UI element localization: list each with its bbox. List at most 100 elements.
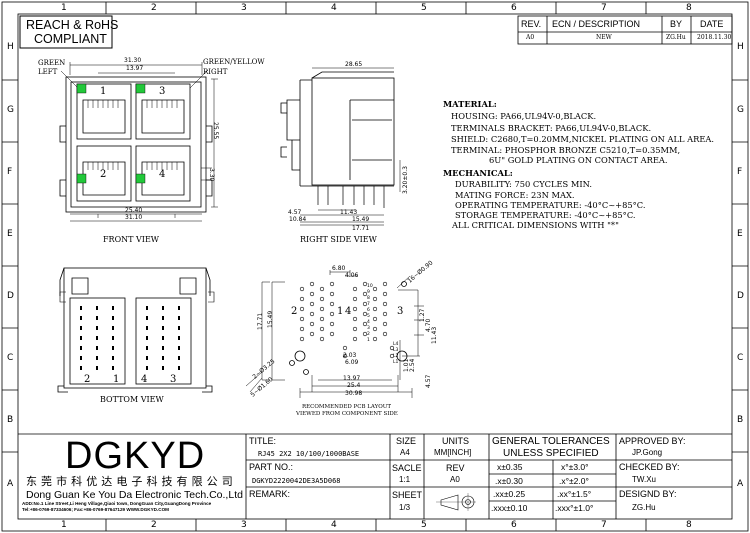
rev-header-ecn: ECN / DESCRIPTION xyxy=(552,19,641,29)
dim-25-55: 25.55 xyxy=(212,122,219,140)
revision-table xyxy=(517,15,733,45)
zone-col-8-bottom: 8 xyxy=(686,520,692,530)
checked-value: TW.Xu xyxy=(632,475,657,484)
column-ticks xyxy=(105,2,647,531)
compliance-badge-frame xyxy=(19,15,113,49)
led-left-label-1: GREEN xyxy=(38,59,66,67)
material-line-2: TERMINALS BRACKET: PA66,UL94V-0,BLACK. xyxy=(451,123,652,133)
dim-4-57-pcb: 4.57 xyxy=(425,374,432,388)
company-address: ADD:No.1 Line Street,Li Heng Village,Qia… xyxy=(22,501,212,506)
dim-13-97-pcb: 13.97 xyxy=(343,375,361,382)
zone-row-g-right: G xyxy=(737,105,744,115)
zone-row-e-right: E xyxy=(737,229,743,239)
zone-row-h: H xyxy=(7,42,14,52)
material-line-3: SHIELD: C2680,T=0.20MM,NICKEL PLATING ON… xyxy=(451,134,715,144)
dim-17-71: 17.71 xyxy=(352,225,370,232)
zone-col-5-bottom: 5 xyxy=(421,520,427,530)
mechanical-line-2: MATING FORCE: 23N MAX. xyxy=(455,190,575,200)
rev-header-date: DATE xyxy=(700,19,724,29)
part-label: PART NO.: xyxy=(249,462,294,472)
zone-row-d-right: D xyxy=(737,291,744,301)
rev-row-ecn: NEW xyxy=(596,34,612,41)
pin-label: 3 xyxy=(367,326,370,331)
zone-row-c-right: C xyxy=(737,353,744,363)
rev-value: A0 xyxy=(450,475,460,484)
bottom-port-2: 2 xyxy=(84,374,91,385)
zone-row-c: C xyxy=(7,353,14,363)
zone-col-4-bottom: 4 xyxy=(331,520,337,530)
mechanical-line-4: STORAGE TEMPERATURE: -40°C~+85°C. xyxy=(455,210,636,220)
dim-3-30: 3.30 xyxy=(208,168,215,182)
dim-11-43: 11.43 xyxy=(340,209,358,216)
dim-31-30: 31.30 xyxy=(124,57,142,64)
dim-4-57: 4.57 xyxy=(288,209,302,216)
pin-label: 1 xyxy=(367,338,370,343)
pcb-led-pin-labels: L4 L3 L2 L1 xyxy=(393,342,398,366)
pcb-pin-labels: 10 9 8 7 6 5 4 3 2 1 xyxy=(367,284,373,344)
zone-row-f: F xyxy=(7,167,13,177)
dim-2-03: 2.03 xyxy=(343,352,357,359)
zone-col-6-bottom: 6 xyxy=(511,520,517,530)
rev-row-date: 2018.11.30 xyxy=(697,34,732,41)
zone-row-f-right: F xyxy=(737,167,743,177)
approved-label: APPROVED BY: xyxy=(619,436,686,446)
bottom-view-pins xyxy=(80,306,180,370)
rev-label: REV xyxy=(446,463,465,473)
zone-col-7-bottom: 7 xyxy=(601,520,607,530)
material-line-5: 6U" GOLD PLATING ON CONTACT AREA. xyxy=(489,155,668,165)
pin-label: L4 xyxy=(393,342,399,347)
designed-value: ZG.Hu xyxy=(632,503,656,512)
led-left-label-2: LEFT xyxy=(38,68,58,76)
size-label: SIZE xyxy=(396,436,417,446)
bottom-view-caption: BOTTOM VIEW xyxy=(100,395,164,404)
dim-17-71-pcb: 17.71 xyxy=(257,312,264,330)
pcb-port-3: 3 xyxy=(397,306,404,317)
pin-label: 10 xyxy=(367,284,373,289)
checked-label: CHECKED BY: xyxy=(619,462,680,472)
pcb-caption-2: VIEWED FROM COMPONENT SIDE xyxy=(296,411,398,417)
dim-10-84: 10.84 xyxy=(289,216,307,223)
dim-4-06: 4.06 xyxy=(345,272,359,279)
zone-col-4: 4 xyxy=(331,3,337,13)
side-view-caption: RIGHT SIDE VIEW xyxy=(300,235,377,244)
led-right-label-2: RIGHT xyxy=(203,68,228,76)
pin-label: L2 xyxy=(393,354,399,359)
badge-line-1: REACH & RoHS xyxy=(26,18,119,32)
zone-row-a-right: A xyxy=(737,479,744,489)
zone-col-2-bottom: 2 xyxy=(151,520,157,530)
dim-11-43-pcb: 11.43 xyxy=(431,326,438,344)
zone-col-1: 1 xyxy=(61,3,67,13)
mechanical-line-5: ALL CRITICAL DIMENSIONS WITH "*" xyxy=(452,220,619,230)
bottom-port-4: 4 xyxy=(141,374,148,385)
mechanical-line-3: OPERATING TEMPERATURE: -40°C~+85°C. xyxy=(455,200,646,210)
tolerance-angle-2: .xx°±1.5° xyxy=(557,489,592,499)
front-port-3: 3 xyxy=(159,86,166,97)
pin-label: 4 xyxy=(367,320,370,325)
dim-6-09: 6.09 xyxy=(345,359,359,366)
front-port-4: 4 xyxy=(159,169,166,180)
designed-label: DESIGND BY: xyxy=(619,489,677,499)
title-block-grid xyxy=(18,433,732,519)
tolerance-title-1: GENERAL TOLERANCES xyxy=(492,436,610,447)
mechanical-title: MECHANICAL: xyxy=(443,168,513,178)
pin-label: 5 xyxy=(367,314,370,319)
zone-row-a: A xyxy=(7,479,14,489)
units-label: UNITS xyxy=(442,436,469,446)
pcb-pad-holes xyxy=(299,281,395,359)
projection-symbol xyxy=(436,493,476,511)
scale-label: SACLE xyxy=(392,463,422,473)
front-port-2: 2 xyxy=(100,169,107,180)
zone-col-6: 6 xyxy=(511,3,517,13)
mechanical-line-1: DURABILITY: 750 CYCLES MIN. xyxy=(455,179,592,189)
rev-header-rev: REV. xyxy=(521,19,542,29)
zone-col-8: 8 xyxy=(686,3,692,13)
company-logo: DGKYD xyxy=(65,435,206,477)
zone-row-g: G xyxy=(7,105,14,115)
front-view-drawing xyxy=(59,62,218,222)
zone-col-3: 3 xyxy=(241,3,247,13)
pin-label: L3 xyxy=(393,348,399,353)
tolerance-linear-1: .x±0.30 xyxy=(495,476,523,486)
